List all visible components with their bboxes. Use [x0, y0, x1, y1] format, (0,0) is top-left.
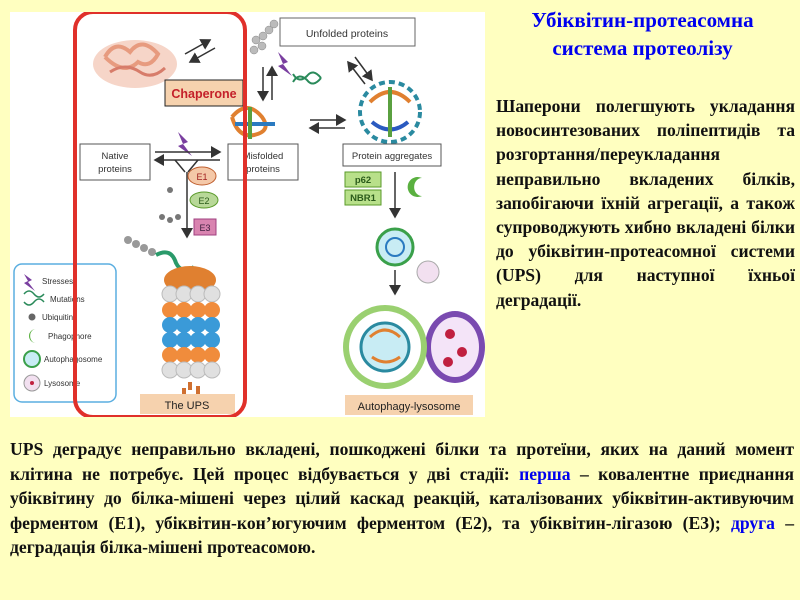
page-title-line-1: Убіквітин-протеасомна: [531, 8, 754, 32]
phagophore-icon: [407, 177, 422, 198]
e1-badge: [187, 166, 217, 186]
proteasome-icon: [161, 266, 221, 379]
ubiquitin-chain-icon: [124, 236, 156, 256]
ups-text-part-2: – ковалентне приєднання убіквітину до бі…: [10, 463, 794, 533]
peptide-fragments-icon: [182, 382, 200, 394]
legend-mutations-label: Mutations: [50, 295, 85, 304]
ups-description: UPS деградує неправильно вкладені, пошко…: [10, 437, 794, 560]
the-ups-label: The UPS: [165, 400, 210, 412]
unfolded-proteins-box: [279, 17, 416, 47]
nbr1-box: [344, 189, 382, 206]
native-proteins-label-2: proteins: [98, 164, 132, 175]
lysosome-icon: [416, 260, 440, 284]
e2-badge: [189, 191, 219, 209]
legend-ubiquitin-icon: [28, 313, 36, 321]
native-proteins-label-1: Native: [102, 151, 129, 162]
protein-aggregates-box: [342, 143, 442, 167]
stress-lightning-icon: [278, 52, 292, 76]
protein-aggregate-icon: [358, 80, 422, 144]
autophagy-lysosome-box: [345, 395, 473, 415]
ups-text-part-3: – деградація білка-мішені протеасомою.: [10, 512, 794, 558]
stress-lightning-icon-2: [178, 132, 192, 156]
p62-box: [344, 171, 382, 188]
native-proteins-icon: [93, 40, 177, 88]
mutation-dna-icon: [292, 71, 322, 85]
e3-badge: [193, 218, 217, 236]
ups-text-part-1: UPS деградує неправильно вкладені, пошко…: [10, 439, 794, 484]
legend-autophagosome-icon: [23, 350, 41, 368]
protein-aggregates-label: Protein aggregates: [352, 151, 433, 162]
autophagy-lysosome-label: Autophagy-lysosome: [358, 401, 461, 413]
nbr1-label: NBR1: [350, 193, 377, 204]
e2-label: E2: [198, 196, 209, 206]
proteolysis-diagram: Unfolded proteins Chaperone Native prote…: [13, 10, 485, 419]
page-title: Убіквітин-протеасомна система протеолізу: [490, 6, 795, 62]
unfolded-proteins-label: Unfolded proteins: [306, 28, 388, 40]
unfolded-chain-icon: [249, 19, 279, 55]
native-proteins-box: [79, 143, 151, 181]
chaperone-label: Chaperone: [171, 87, 236, 101]
e1-label: E1: [196, 172, 207, 182]
ubiquitin-dots-icon: [159, 187, 181, 223]
misfolded-proteins-label-2: proteins: [246, 164, 280, 175]
e3-label: E3: [199, 223, 210, 233]
chaperone-description: Шаперони полегшують укладання новосинтез…: [496, 96, 795, 310]
legend-stresses-icon: [24, 274, 35, 291]
page-title-line-2: система протеолізу: [552, 36, 733, 60]
autophagosome-icon: [375, 227, 415, 267]
legend-phagophore-icon: [29, 329, 36, 343]
legend-ubiquitin-label: Ubiquitin: [42, 313, 73, 322]
legend-lysosome-label: Lysosome: [44, 379, 81, 388]
stage-second-label: друга: [730, 512, 775, 533]
legend-phagophore-label: Phagophore: [48, 332, 92, 341]
legend-stresses-label: Stresses: [42, 277, 73, 286]
misfolded-proteins-label-1: Misfolded: [243, 151, 284, 162]
misfolded-proteins-box: [227, 143, 299, 181]
p62-label: p62: [355, 175, 371, 186]
autolysosome-icon: [343, 305, 485, 389]
diagram-panel: Unfolded proteins Chaperone Native prote…: [10, 10, 485, 419]
the-ups-box: [140, 394, 235, 414]
misfolded-protein-icon: [230, 106, 275, 139]
stage-first-label: перша: [519, 463, 571, 484]
legend-mutations-icon: [23, 290, 45, 306]
